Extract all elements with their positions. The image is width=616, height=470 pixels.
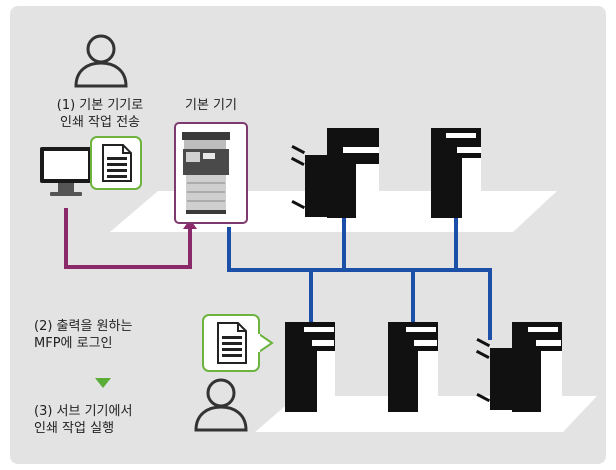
- document-icon: [217, 322, 247, 364]
- upper-mfp-1: [290, 128, 379, 218]
- lower-mfp-3: [475, 322, 562, 412]
- step2-label: (2) 출력을 원하는 MFP에 로그인: [34, 319, 133, 351]
- main-device-label: 기본 기기: [185, 98, 237, 113]
- step3-label: (3) 서브 기기에서 인쇄 작업 실행: [34, 404, 133, 436]
- network-lines: [227, 214, 492, 340]
- lower-mfp-1: [285, 322, 335, 412]
- down-triangle-icon: [95, 378, 111, 388]
- finisher-unit-icon: [290, 144, 327, 217]
- computer-monitor-icon: [40, 147, 92, 196]
- document-callout-top: [90, 136, 142, 190]
- document-icon: [102, 144, 132, 182]
- lower-mfp-2: [388, 322, 438, 412]
- document-callout-lower: [202, 314, 274, 372]
- finisher-unit-icon: [475, 337, 512, 410]
- main-mfp-printer-icon: [182, 132, 230, 214]
- user-icon: [74, 34, 128, 88]
- user-icon: [194, 378, 248, 432]
- upper-mfp-2: [431, 128, 481, 218]
- step1-label: (1) 기본 기기로 인쇄 작업 전송: [56, 98, 144, 130]
